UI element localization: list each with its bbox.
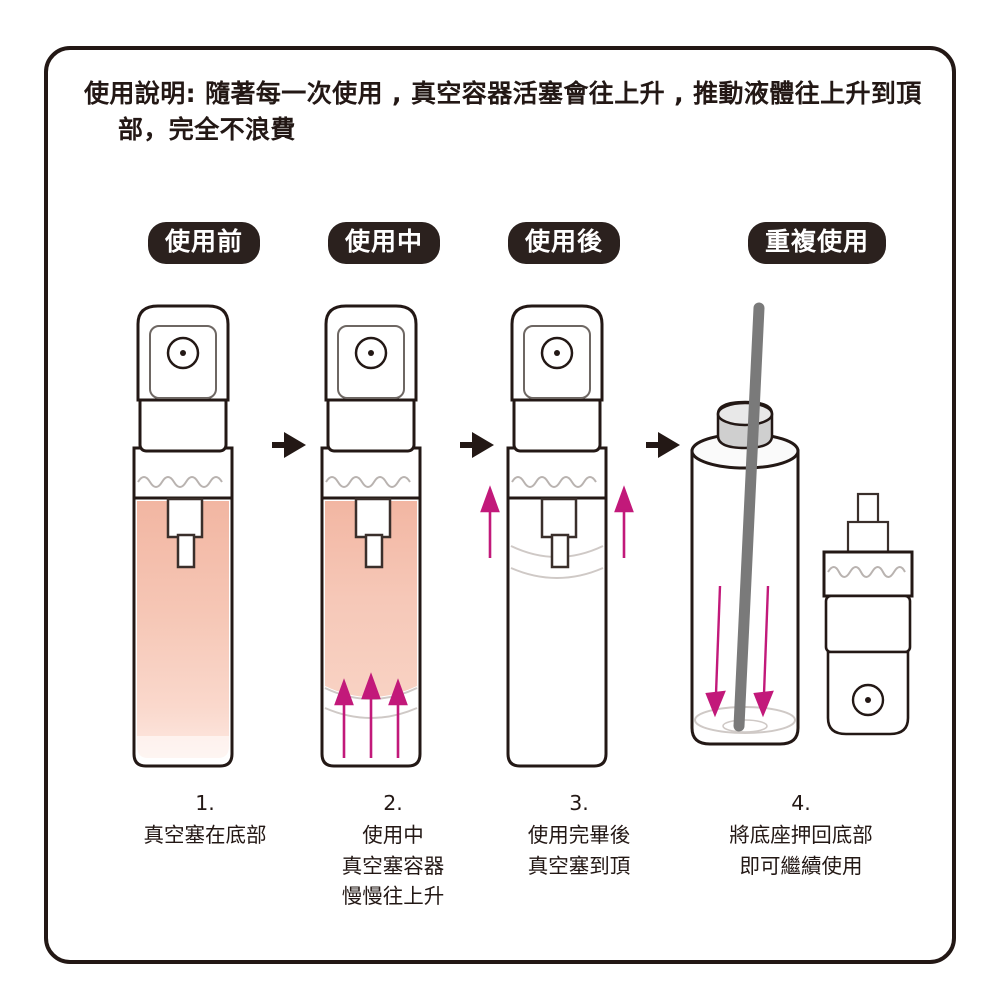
nozzle-dot-2 bbox=[368, 350, 374, 356]
step-1-illustration bbox=[112, 296, 298, 776]
step-3-number: 3. bbox=[569, 791, 589, 815]
piston-stem-2 bbox=[364, 533, 384, 569]
detached-piston-head-4 bbox=[846, 520, 890, 556]
push-rod-4 bbox=[733, 302, 765, 732]
step-3-caption-line-1: 使用完畢後 bbox=[527, 822, 631, 847]
piston-head-1 bbox=[166, 497, 204, 539]
step-2-illustration bbox=[300, 296, 486, 776]
piston-stem-1 bbox=[176, 533, 196, 569]
step-4-illustration bbox=[676, 296, 926, 776]
piston-stem-3 bbox=[550, 533, 570, 569]
push-arrows-4 bbox=[705, 585, 774, 718]
step-1-number: 1. bbox=[195, 791, 215, 815]
step-2-badge: 使用中 bbox=[328, 222, 441, 264]
step-2-caption: 2. 使用中 真空塞容器 慢慢往上升 bbox=[300, 788, 486, 912]
bottle-collar-3 bbox=[506, 446, 608, 500]
step-3-badge-wrap: 使用後 bbox=[486, 222, 694, 264]
pump-shoulder-3 bbox=[512, 394, 602, 453]
piston-head-2 bbox=[354, 497, 392, 539]
nozzle-dot-3 bbox=[554, 350, 560, 356]
step-2-caption-line-3: 慢慢往上升 bbox=[341, 884, 445, 909]
pump-shoulder-2 bbox=[326, 394, 416, 453]
step-3-caption-line-2: 真空塞到頂 bbox=[527, 853, 631, 878]
step-1-caption: 1. 真空塞在底部 bbox=[112, 788, 298, 851]
piston-head-3 bbox=[540, 497, 578, 539]
detached-nozzle-dot-4 bbox=[865, 697, 871, 703]
detached-pump-head-4 bbox=[822, 492, 914, 736]
step-2-number: 2. bbox=[383, 791, 403, 815]
detached-piston-stem-4 bbox=[856, 492, 880, 526]
step-2-caption-line-1: 使用中 bbox=[362, 822, 424, 847]
step-4-number: 4. bbox=[791, 791, 811, 815]
pump-shoulder-1 bbox=[138, 394, 228, 453]
step-1-badge-wrap: 使用前 bbox=[112, 222, 334, 264]
step-4-badge: 重複使用 bbox=[748, 222, 887, 264]
detached-collar-4 bbox=[822, 550, 914, 598]
detached-collar-thread-4 bbox=[827, 566, 906, 578]
liquid-fill-1 bbox=[137, 501, 229, 758]
piston-bottom-curve-3 bbox=[510, 567, 604, 579]
bottle-collar-2 bbox=[320, 446, 422, 500]
piston-disc-inner-4 bbox=[722, 719, 768, 733]
step-1-badge: 使用前 bbox=[148, 222, 261, 264]
rise-arrows-3 bbox=[480, 485, 634, 558]
step-4-badge-wrap: 重複使用 bbox=[676, 222, 998, 264]
collar-thread-3 bbox=[511, 476, 597, 488]
bottle-collar-1 bbox=[132, 446, 234, 500]
step-1-caption-line-1: 真空塞在底部 bbox=[143, 822, 267, 847]
step-2-caption-line-2: 真空塞容器 bbox=[341, 853, 445, 878]
nozzle-dot-1 bbox=[180, 350, 186, 356]
step-4-caption-line-1: 將底座押回底部 bbox=[729, 822, 873, 847]
jar-inner-collar-top-4 bbox=[716, 401, 774, 427]
rise-arrows-2 bbox=[334, 672, 408, 758]
step-3-caption: 3. 使用完畢後 真空塞到頂 bbox=[486, 788, 672, 881]
step-3-badge: 使用後 bbox=[508, 222, 621, 264]
step-3-illustration bbox=[480, 296, 672, 776]
step-4-caption-line-2: 即可繼續使用 bbox=[739, 853, 863, 878]
instruction-header: 使用說明: 隨著每一次使用 , 真空容器活塞會往上升 , 推動液體往上升到頂 部… bbox=[84, 76, 940, 147]
collar-thread-2 bbox=[325, 476, 411, 488]
collar-thread-1 bbox=[137, 476, 223, 488]
step-4-caption: 4. 將底座押回底部 即可繼續使用 bbox=[676, 788, 926, 881]
instruction-line-1: 使用說明: 隨著每一次使用 , 真空容器活塞會往上升 , 推動液體往上升到頂 bbox=[84, 79, 922, 108]
liquid-fill-2 bbox=[325, 501, 417, 697]
step-2-badge-wrap: 使用中 bbox=[300, 222, 514, 264]
bottle-body-3 bbox=[506, 484, 608, 768]
instruction-line-2: 部，完全不浪費 bbox=[118, 114, 296, 144]
detached-shoulder-4 bbox=[824, 594, 912, 654]
